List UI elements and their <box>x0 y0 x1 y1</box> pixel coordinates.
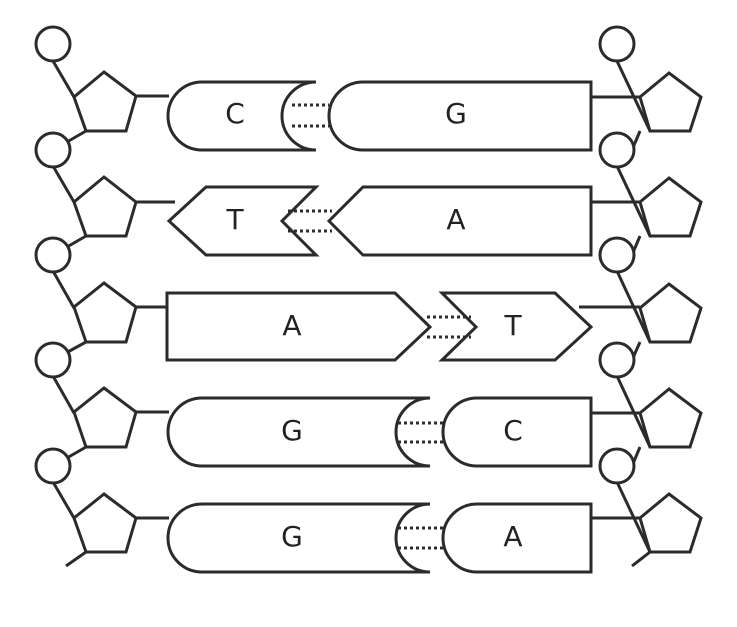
right-backbone <box>598 25 703 568</box>
sugar-pentagon <box>638 492 703 554</box>
phosphate-circle <box>34 131 72 169</box>
base-label-right: G <box>445 97 467 130</box>
base-label-right: A <box>503 520 522 553</box>
base-shape-left <box>166 502 431 574</box>
phosphate-circle <box>34 236 72 274</box>
left-backbone-link <box>51 60 76 98</box>
base-pair-row-5: G A <box>166 502 593 574</box>
phosphate-circle <box>34 447 72 485</box>
sugar-pentagon <box>72 492 138 554</box>
base-shape-right <box>441 502 593 574</box>
phosphate-circle <box>34 25 72 63</box>
base-label-left: G <box>281 414 303 447</box>
sugar-pentagon <box>72 175 138 238</box>
sugar-base-connectors <box>136 94 640 520</box>
base-shape-right <box>438 291 594 362</box>
left-backbone <box>34 25 138 568</box>
phosphate-circle <box>598 236 636 274</box>
base-pair-row-4: G C <box>166 396 593 468</box>
sugar-pentagon <box>72 281 138 344</box>
base-label-left: A <box>282 309 301 342</box>
base-label-left: G <box>281 520 303 553</box>
base-shape-right <box>441 396 593 468</box>
base-shape-left <box>166 396 431 468</box>
sugar-pentagon <box>638 387 703 449</box>
phosphate-circle <box>598 341 636 379</box>
phosphate-circle <box>598 447 636 485</box>
sugar-pentagon <box>638 71 703 133</box>
sugar-pentagon <box>638 282 703 344</box>
base-pair-row-3: A T <box>165 291 594 362</box>
left-backbone-link <box>51 270 76 309</box>
base-label-right: C <box>503 414 523 447</box>
base-pair-row-2: T A <box>166 185 593 257</box>
base-label-left: C <box>225 97 245 130</box>
phosphate-circle <box>598 131 636 169</box>
sugar-pentagon <box>638 176 703 238</box>
phosphate-circle <box>34 341 72 379</box>
base-shape-right <box>326 185 593 257</box>
left-backbone-link <box>51 375 76 414</box>
right-backbone-tail <box>631 550 651 568</box>
sugar-pentagon <box>72 386 138 449</box>
base-shape-left <box>166 185 320 257</box>
left-backbone-link <box>51 165 76 203</box>
base-pair-row-1: C G <box>166 80 593 152</box>
base-label-right: T <box>503 309 522 342</box>
base-shape-left <box>166 80 317 152</box>
phosphate-circle <box>598 25 636 63</box>
sugar-pentagon <box>72 70 138 133</box>
left-backbone-tail <box>65 550 87 568</box>
base-shape-left <box>165 291 433 362</box>
base-label-left: T <box>225 203 244 236</box>
left-backbone-link <box>51 481 76 519</box>
base-label-right: A <box>446 203 465 236</box>
base-shape-right <box>327 80 593 152</box>
